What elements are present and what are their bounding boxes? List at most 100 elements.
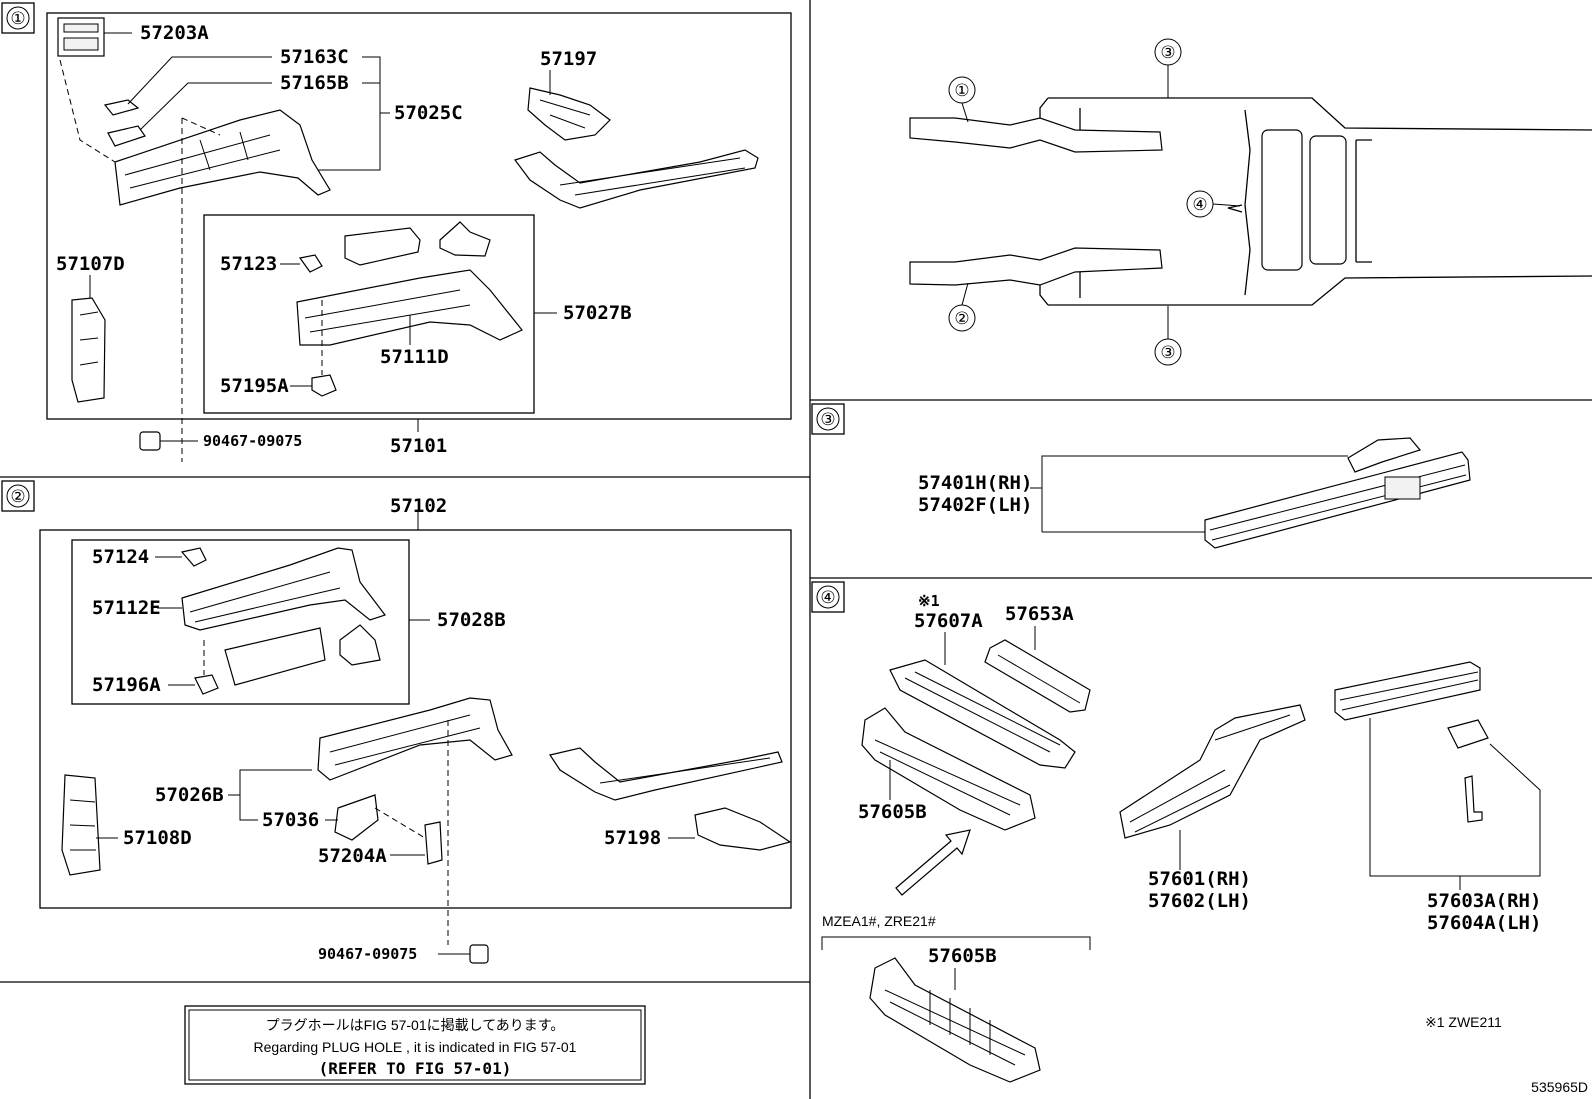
label-57027B: 57027B bbox=[563, 302, 632, 324]
part-57195A-shape bbox=[311, 374, 337, 397]
part-57603A-clip-shape bbox=[1464, 775, 1483, 823]
part-57603A-bracket-shape bbox=[1447, 719, 1489, 749]
part-rocker-shape bbox=[514, 149, 759, 209]
label-57653A: 57653A bbox=[1005, 603, 1074, 625]
footnote: ※1 ZWE211 bbox=[1425, 1014, 1502, 1030]
part-57204A-shape bbox=[424, 821, 443, 865]
label-57203A: 57203A bbox=[140, 22, 209, 44]
section-4-marker: ④ bbox=[811, 581, 845, 613]
label-57165B: 57165B bbox=[280, 72, 349, 94]
label-57101: 57101 bbox=[390, 435, 447, 457]
part-57123-shape bbox=[298, 254, 323, 273]
label-57112E: 57112E bbox=[92, 597, 161, 619]
part-57401H-shape bbox=[1204, 451, 1471, 549]
label-57036: 57036 bbox=[262, 809, 319, 831]
svg-text:①: ① bbox=[10, 9, 25, 29]
part-57653A-shape bbox=[984, 639, 1091, 713]
label-57163C: 57163C bbox=[280, 46, 349, 68]
label-57204A: 57204A bbox=[318, 845, 387, 867]
part-bracket-c-shape bbox=[224, 627, 326, 686]
label-57107D: 57107D bbox=[56, 253, 125, 275]
part-57036-shape bbox=[334, 794, 379, 841]
label-57196A: 57196A bbox=[92, 674, 161, 696]
label-57601: 57601(RH) bbox=[1148, 868, 1251, 890]
svg-text:③: ③ bbox=[1160, 43, 1175, 63]
part-57165B-shape bbox=[107, 125, 146, 147]
part-57603A-shape bbox=[1334, 661, 1481, 721]
part-rocker-2-shape bbox=[549, 747, 783, 801]
part-57026B-shape bbox=[317, 697, 513, 781]
notice-line-3: (REFER TO FIG 57-01) bbox=[319, 1059, 512, 1078]
part-57197-shape bbox=[527, 87, 611, 141]
part-57198-shape bbox=[694, 807, 792, 851]
overview-floor-2 bbox=[1309, 135, 1347, 265]
label-57602: 57602(LH) bbox=[1148, 890, 1251, 912]
section-2: 57102 57124 57112E 57196A 57028B 57026B … bbox=[39, 495, 792, 964]
label-models: MZEA1#, ZRE21# bbox=[822, 913, 936, 929]
part-57605B-variant-shape bbox=[869, 957, 1041, 1083]
section-4: ※1 57607A 57653A 57605B 57601(RH) 57602(… bbox=[821, 592, 1541, 1083]
svg-text:②: ② bbox=[954, 309, 969, 329]
part-bracket-a-shape bbox=[344, 227, 421, 266]
part-57401H-detail bbox=[1384, 476, 1421, 500]
label-57604A: 57604A(LH) bbox=[1427, 912, 1541, 934]
view-arrow bbox=[895, 829, 971, 896]
label-57401H: 57401H(RH) bbox=[918, 472, 1032, 494]
svg-text:④: ④ bbox=[1192, 195, 1207, 215]
overview-rail-lower bbox=[909, 247, 1163, 286]
label-57124: 57124 bbox=[92, 546, 149, 568]
notice-box: プラグホールはFIG 57-01に掲載してあります。 Regarding PLU… bbox=[184, 1005, 646, 1085]
part-57111D-shape bbox=[296, 269, 523, 346]
label-57603A: 57603A(RH) bbox=[1427, 890, 1541, 912]
chassis-overview: ③ ① ④ ② ③ bbox=[909, 38, 1592, 366]
notice-line-2: Regarding PLUG HOLE , it is indicated in… bbox=[254, 1039, 577, 1055]
svg-text:①: ① bbox=[954, 81, 969, 101]
label-90467-09075-1: 90467-09075 bbox=[203, 432, 302, 450]
overview-floor-1 bbox=[1261, 129, 1303, 271]
part-bracket-b-shape bbox=[439, 221, 491, 257]
section-3-marker: ③ bbox=[811, 403, 845, 435]
section-2-marker: ② bbox=[1, 480, 35, 512]
part-90467-clip-2-shape bbox=[469, 944, 489, 964]
label-90467-09075-2: 90467-09075 bbox=[318, 945, 417, 963]
label-57102: 57102 bbox=[390, 495, 447, 517]
part-bracket-d-shape bbox=[339, 624, 381, 666]
label-57026B: 57026B bbox=[155, 784, 224, 806]
label-57402F: 57402F(LH) bbox=[918, 494, 1032, 516]
label-57607A-mark: ※1 bbox=[918, 592, 940, 610]
svg-text:③: ③ bbox=[820, 410, 835, 430]
label-57111D: 57111D bbox=[380, 346, 449, 368]
part-57203A-shape bbox=[57, 17, 105, 57]
notice-line-1: プラグホールはFIG 57-01に掲載してあります。 bbox=[266, 1017, 565, 1033]
part-57605B-shape bbox=[861, 707, 1036, 831]
label-57025C: 57025C bbox=[394, 102, 463, 124]
part-57601-shape bbox=[1119, 704, 1306, 839]
label-57123: 57123 bbox=[220, 253, 277, 275]
part-57112E-shape bbox=[181, 547, 386, 631]
part-57025C-shape bbox=[114, 109, 331, 206]
part-90467-clip-1-shape bbox=[139, 431, 161, 451]
svg-text:②: ② bbox=[10, 487, 25, 507]
part-57401H-bracket-shape bbox=[1347, 437, 1422, 473]
svg-text:④: ④ bbox=[820, 588, 835, 608]
label-57195A: 57195A bbox=[220, 375, 289, 397]
part-57163C-shape bbox=[103, 99, 140, 116]
part-57196A-shape bbox=[194, 674, 219, 695]
label-57605B-variant: 57605B bbox=[928, 945, 997, 967]
svg-text:③: ③ bbox=[1160, 343, 1175, 363]
section-3: 57401H(RH) 57402F(LH) bbox=[918, 437, 1471, 549]
label-57198: 57198 bbox=[604, 827, 661, 849]
part-57107D-shape bbox=[71, 297, 106, 403]
figure-id: 535965D bbox=[1531, 1079, 1588, 1095]
section-1: 57203A 57163C 57165B 57025C 57197 bbox=[46, 12, 792, 462]
label-57197: 57197 bbox=[540, 48, 597, 70]
overview-rail-upper bbox=[909, 117, 1163, 153]
label-57028B: 57028B bbox=[437, 609, 506, 631]
section-1-marker: ① bbox=[1, 2, 35, 34]
part-57124-shape bbox=[180, 547, 207, 567]
label-57607A: 57607A bbox=[914, 610, 983, 632]
label-57108D: 57108D bbox=[123, 827, 192, 849]
label-57605B: 57605B bbox=[858, 801, 927, 823]
